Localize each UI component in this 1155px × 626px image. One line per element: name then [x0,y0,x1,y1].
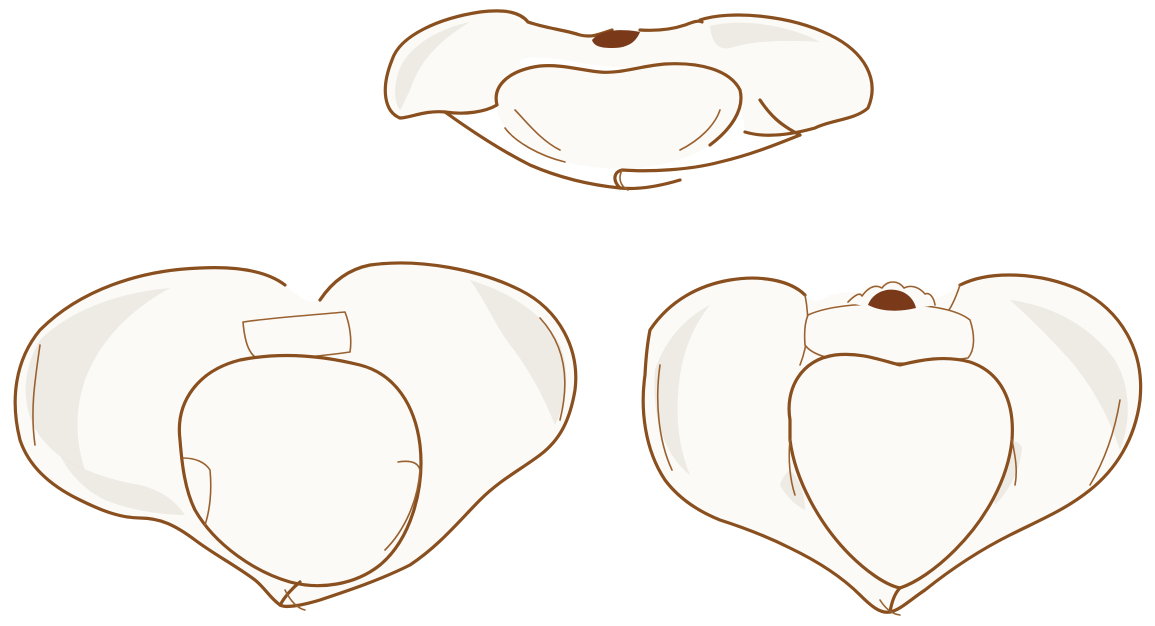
pelvis-figure-top [385,11,872,190]
pelvis-figure-bottom-right [643,275,1140,615]
pelvis-figure-bottom-left [15,263,576,610]
